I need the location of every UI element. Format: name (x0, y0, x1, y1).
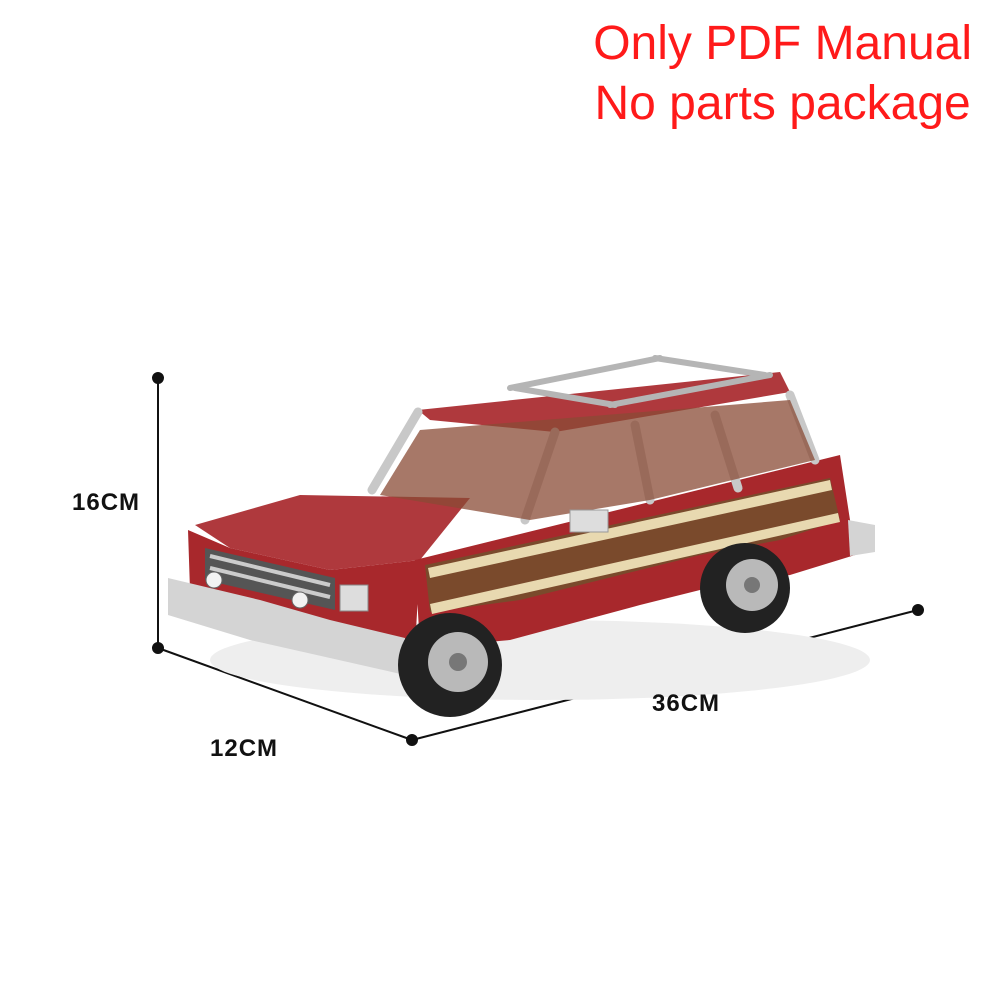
length-label: 36CM (652, 690, 721, 717)
notice-line-pdf-only: Only PDF Manual (593, 17, 972, 70)
wood-trim-strip-lower (430, 513, 840, 614)
height-label: 16CM (72, 489, 141, 516)
roof-rack (507, 355, 773, 408)
wood-trim-strip (428, 480, 832, 578)
front-bumper (168, 578, 405, 675)
wood-side-panel (425, 478, 840, 612)
fog-light-left (205, 571, 223, 589)
rear-wheel (700, 543, 790, 633)
side-mirror (569, 509, 609, 533)
fog-light-right (291, 591, 309, 609)
front-wheel (398, 613, 502, 717)
height-bottom-dot (152, 642, 164, 654)
depth-label: 12CM (210, 735, 279, 762)
notice-line-no-parts: No parts package (594, 77, 971, 130)
car-model (168, 355, 875, 717)
notice-banner: Only PDF Manual No parts package (593, 14, 972, 134)
depth-dimension-line (157, 647, 413, 741)
grille-bars (209, 554, 331, 599)
car-hood (195, 495, 470, 570)
car-interior (380, 400, 815, 520)
headlight-right (339, 584, 369, 612)
length-end-dot (912, 604, 924, 616)
height-top-dot (152, 372, 164, 384)
depth-end-dot (406, 734, 418, 746)
rear-bumper (848, 520, 875, 556)
